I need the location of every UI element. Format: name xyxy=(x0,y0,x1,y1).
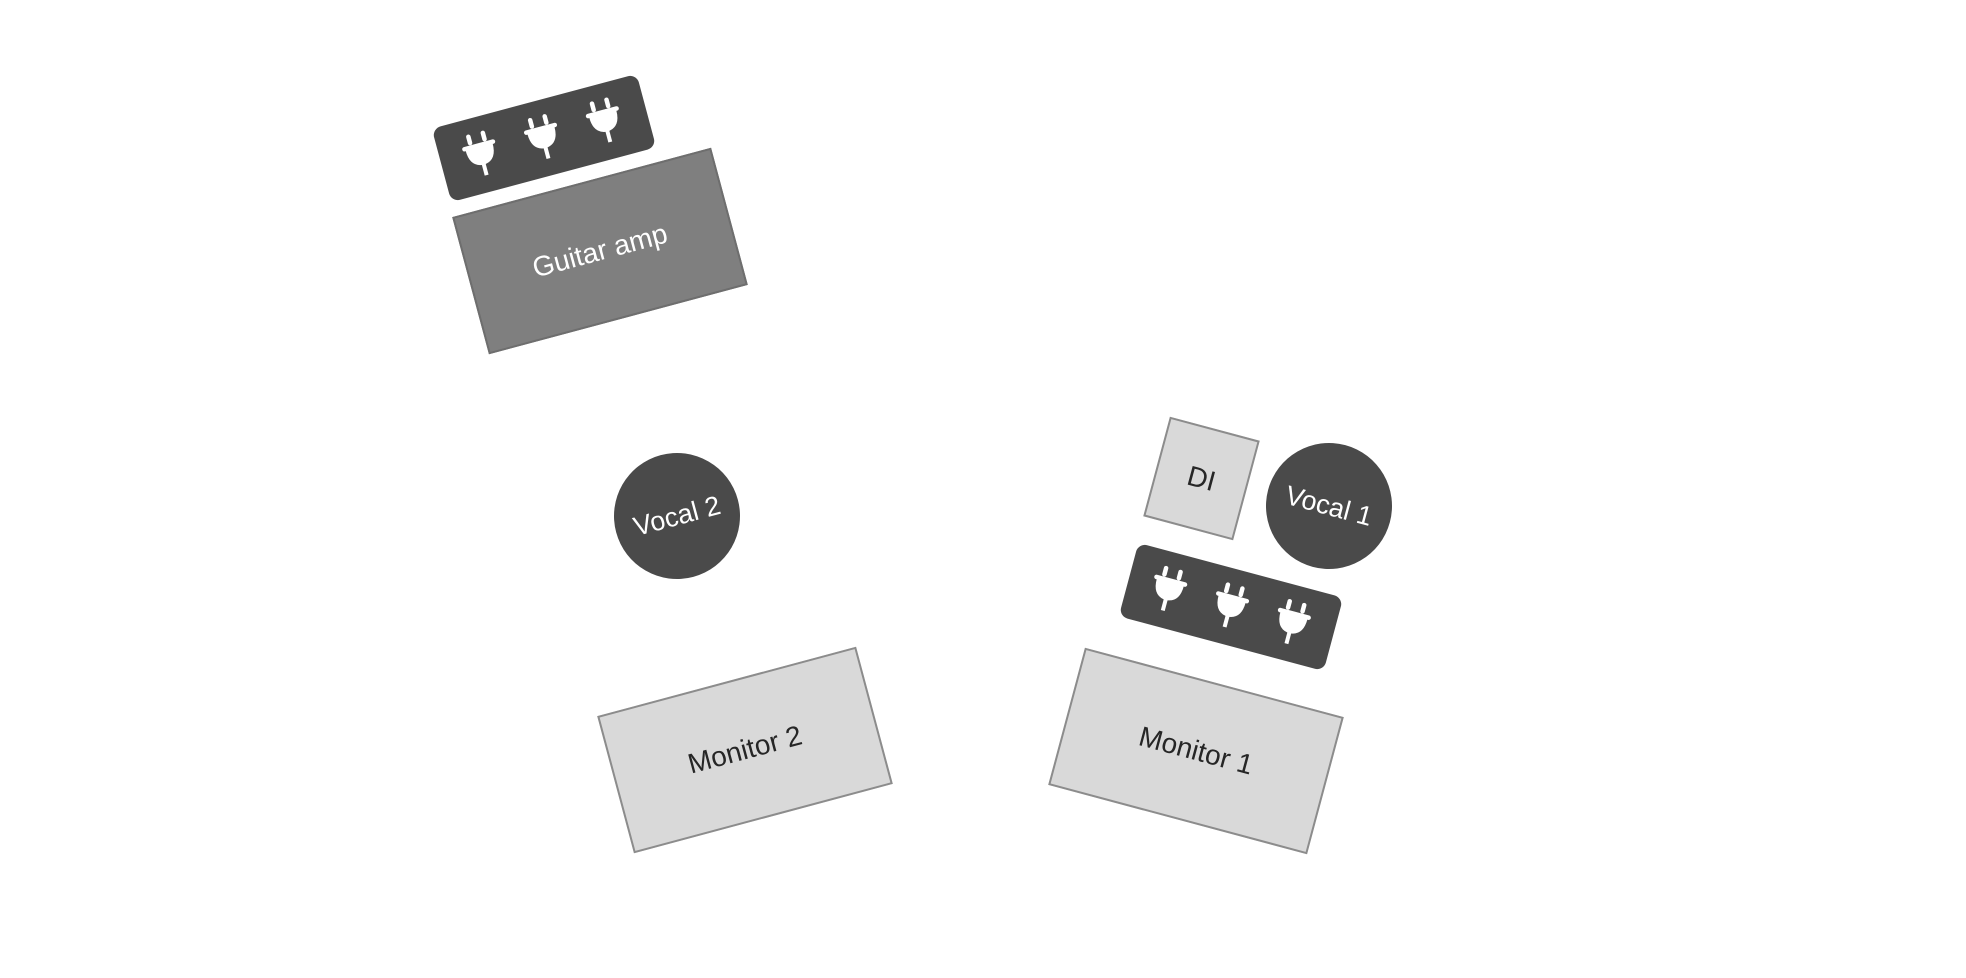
vocal-1-label: Vocal 1 xyxy=(1282,479,1376,532)
plug-icon xyxy=(580,92,632,151)
monitor-2: Monitor 2 xyxy=(597,646,893,854)
plug-icon xyxy=(1143,561,1195,620)
vocal-2-label: Vocal 2 xyxy=(630,489,724,542)
vocal-2-mic: Vocal 2 xyxy=(599,438,755,594)
guitar-amp-label: Guitar amp xyxy=(528,217,671,284)
di-box: DI xyxy=(1143,416,1260,541)
vocal-1-mic: Vocal 1 xyxy=(1251,428,1407,584)
plug-icon xyxy=(456,125,508,184)
plug-icon xyxy=(1267,594,1319,653)
plug-icon xyxy=(518,109,570,168)
plug-icon xyxy=(1205,578,1257,637)
monitor-1-label: Monitor 1 xyxy=(1135,720,1257,781)
di-label: DI xyxy=(1184,459,1220,497)
monitor-2-label: Monitor 2 xyxy=(684,719,806,780)
monitor-1: Monitor 1 xyxy=(1048,647,1344,855)
